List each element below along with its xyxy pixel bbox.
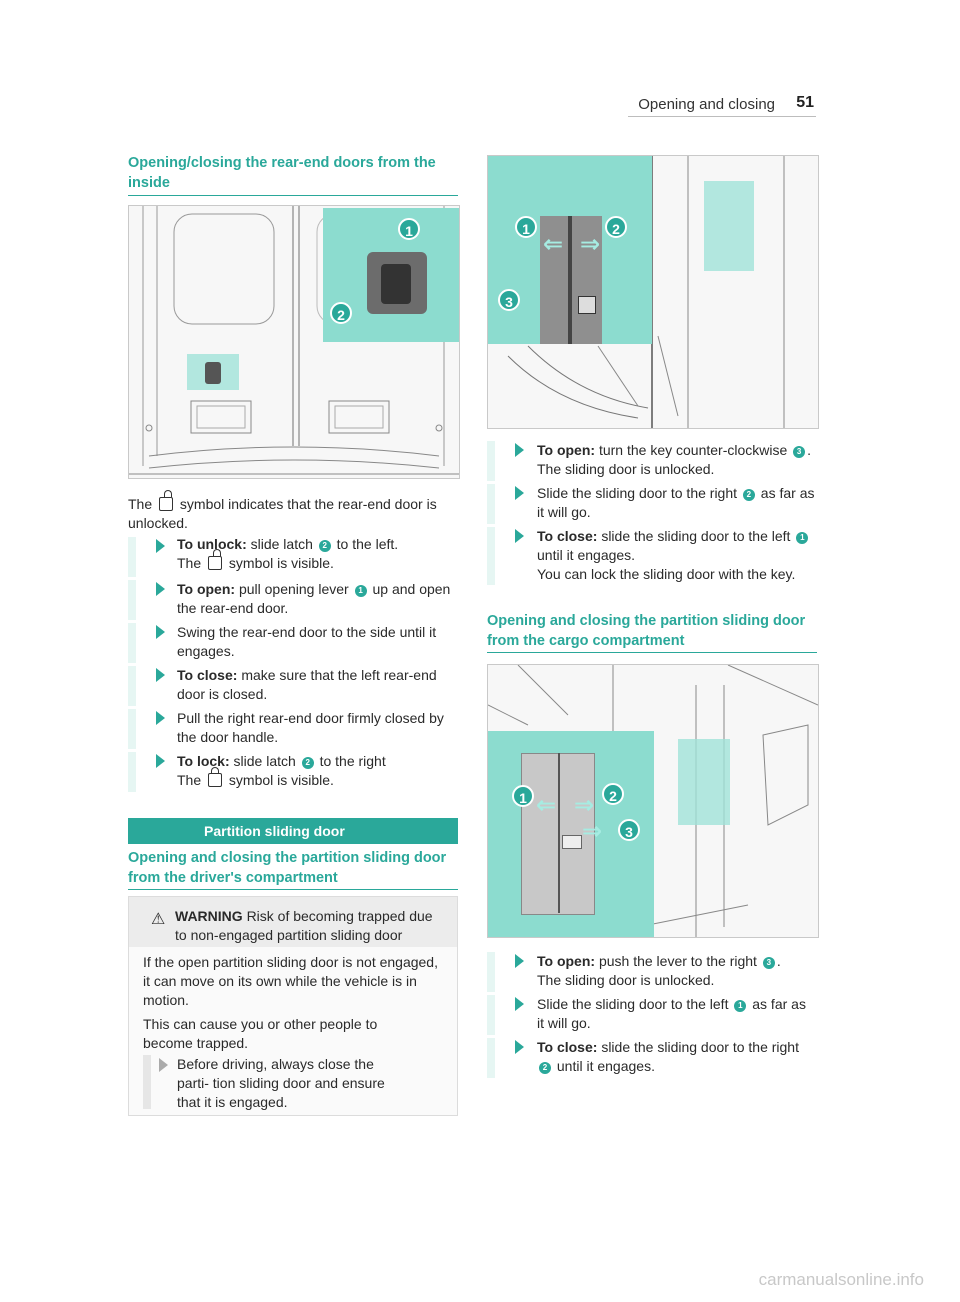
callout-2: 2 xyxy=(605,216,627,238)
warning-body xyxy=(129,947,457,1115)
step-arrow-icon xyxy=(156,582,165,596)
ref-badge: 3 xyxy=(793,446,806,458)
step-bar xyxy=(487,1038,495,1078)
step-bar xyxy=(487,484,495,524)
heading-driver-compartment: Opening and closing the partition slidin… xyxy=(128,850,447,886)
figure-rear-doors-inside: 1 2 xyxy=(128,205,460,479)
section-bar-partition: Partition sliding door xyxy=(128,818,458,844)
step-bar xyxy=(128,537,136,577)
step-close-driver: To close: slide the sliding door to the … xyxy=(537,527,822,584)
ref-badge: 2 xyxy=(539,1062,551,1074)
figure-sliding-door-cargo: ⇐ ⇒ ⇒ 1 2 3 xyxy=(487,664,819,938)
ref-badge: 2 xyxy=(742,489,755,501)
arrow-right-icon: ⇒ xyxy=(580,231,601,258)
callout-2: 2 xyxy=(602,783,624,805)
warning-advice: Before driving, always close the parti- … xyxy=(177,1056,385,1110)
header-rule xyxy=(628,116,816,117)
step-arrow-icon xyxy=(515,1040,524,1054)
running-header-title: Opening and closing xyxy=(638,96,775,113)
key-cylinder-icon xyxy=(578,296,596,314)
step-open: To open: pull opening lever 1 up and ope… xyxy=(177,581,451,616)
step-arrow-icon xyxy=(515,954,524,968)
callout-1: 1 xyxy=(512,785,534,807)
callout-1: 1 xyxy=(515,216,537,238)
warning-triangle-icon: ⚠ xyxy=(151,911,166,928)
door-gap-line xyxy=(558,753,560,913)
callout-3: 3 xyxy=(498,289,520,311)
step-lock: To lock: slide latch 2 to the right The … xyxy=(177,753,386,788)
ref-badge: 1 xyxy=(796,532,809,544)
lock-icon xyxy=(208,767,223,787)
ref-badge: 2 xyxy=(301,757,314,769)
intro-text: The symbol indicates that the rear-end d… xyxy=(128,490,458,533)
latch-icon xyxy=(205,362,221,384)
callout-2: 2 xyxy=(330,302,352,324)
step-open-driver: To open: turn the key counter-clockwise … xyxy=(537,442,812,477)
step-slide-left: Slide the sliding door to the left 1 as … xyxy=(537,996,806,1031)
step-bar xyxy=(128,709,136,749)
unlock-icon xyxy=(208,549,223,570)
step-arrow-icon xyxy=(156,754,165,768)
step-swing: Swing the rear-end door to the side unti… xyxy=(177,624,437,659)
step-close-cargo: To close: slide the sliding door to the … xyxy=(537,1039,799,1074)
arrow-right-icon: ⇒ xyxy=(574,792,595,819)
step-close: To close: make sure that the left rear-e… xyxy=(177,667,437,702)
intro-post: symbol indicates that the rear-end door … xyxy=(128,496,437,531)
step-bar xyxy=(487,995,495,1035)
handle-highlight xyxy=(704,181,754,271)
cargo-lever-icon xyxy=(562,835,582,849)
step-arrow-icon xyxy=(156,625,165,639)
step-arrow-icon xyxy=(515,997,524,1011)
step-bar xyxy=(487,952,495,992)
step-open-cargo: To open: push the lever to the right 3. … xyxy=(537,953,781,988)
handle-highlight xyxy=(678,739,730,825)
arrow-left-icon: ⇐ xyxy=(543,231,564,258)
unlock-icon xyxy=(159,490,174,511)
ref-badge: 2 xyxy=(318,540,331,552)
callout-3: 3 xyxy=(618,819,640,841)
step-unlock: To unlock: slide latch 2 to the left. Th… xyxy=(177,536,399,571)
step-arrow-icon xyxy=(515,486,524,500)
advice-arrow-icon xyxy=(159,1058,168,1072)
step-bar xyxy=(128,623,136,663)
step-arrow-icon xyxy=(515,443,524,457)
step-bar xyxy=(487,441,495,481)
step-arrow-icon xyxy=(156,668,165,682)
heading-rule xyxy=(128,889,458,890)
step-bar xyxy=(487,527,495,585)
step-arrow-icon xyxy=(156,539,165,553)
step-pull: Pull the right rear-end door firmly clos… xyxy=(177,710,444,745)
footer-watermark: carmanualsonline.info xyxy=(758,1270,924,1289)
ref-badge: 1 xyxy=(354,585,367,597)
warning-box: ⚠ WARNING Risk of becoming trapped due t… xyxy=(128,896,458,1116)
heading-cargo-compartment: Opening and closing the partition slidin… xyxy=(487,613,806,649)
step-bar xyxy=(128,666,136,706)
ref-badge: 3 xyxy=(762,957,775,969)
step-bar xyxy=(128,752,136,792)
step-arrow-icon xyxy=(156,711,165,725)
arrow-push-icon: ⇒ xyxy=(582,818,603,845)
door-gap-line xyxy=(568,216,572,344)
section-heading-rear-doors: Opening/closing the rear-end doors from … xyxy=(128,155,436,191)
figure-sliding-door-driver: ⇐ ⇒ 1 2 3 xyxy=(487,155,819,429)
arrow-left-icon: ⇐ xyxy=(536,792,557,819)
advice-bar xyxy=(143,1055,151,1109)
step-arrow-icon xyxy=(515,529,524,543)
step-slide-right: Slide the sliding door to the right 2 as… xyxy=(537,485,815,520)
step-bar xyxy=(128,580,136,620)
page-number: 51 xyxy=(796,94,814,111)
heading-rule xyxy=(487,652,817,653)
warning-p1: If the open partition sliding door is no… xyxy=(143,954,438,1008)
ref-badge: 1 xyxy=(734,1000,747,1012)
intro-pre: The xyxy=(128,496,153,512)
heading-rule xyxy=(128,195,458,196)
lever-handle-icon xyxy=(381,264,411,304)
callout-1: 1 xyxy=(398,218,420,240)
warning-title: WARNING Risk of becoming trapped due to … xyxy=(175,908,433,943)
warning-p2: This can cause you or other people to be… xyxy=(143,1016,378,1051)
